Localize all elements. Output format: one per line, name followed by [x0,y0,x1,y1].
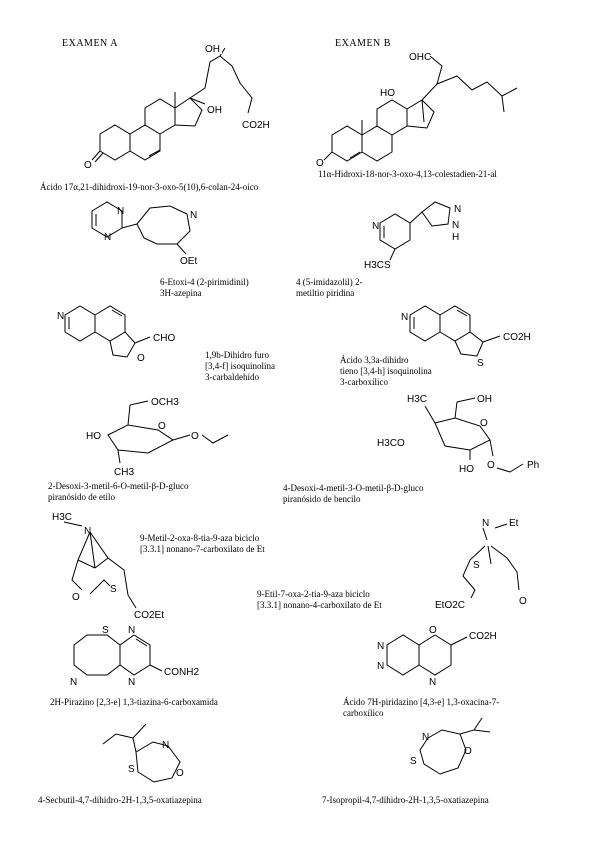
oh-label: OH [205,44,220,55]
thia-s: S [110,584,117,595]
hydroxy-label: OH [477,394,492,405]
ether-oxygen: O [191,431,199,442]
caption-4: 4 (5-imidazolil) 2- metiltio piridina [296,277,363,298]
oxa-o: O [72,592,80,603]
pyridazine-n: N [377,661,384,672]
structure-9: H3C N O S CO2Et [52,512,164,621]
pyrimidine-n: N [104,232,111,243]
aldehyde-label: OHC [409,52,431,63]
thiazine-n: N [70,677,77,688]
ester-label: EtO2C [435,600,465,611]
structure-3: N N N OEt [91,201,197,267]
carboxylic-acid-label: CO2H [503,332,531,343]
pyridine-n: N [372,221,379,232]
caption-9: 9-Metil-2-oxa-8-tia-9-aza biciclo [3.3.1… [140,533,265,554]
ether-oxygen: O [487,460,495,471]
imidazole-nh: N [452,220,459,231]
caption-5: 1,9b-Dihidro furo [3,4-f] isoquinolina 3… [205,350,275,382]
aza-n: N [482,518,489,529]
oxatiazepine-o: O [176,768,184,779]
carboxylic-acid-label: CO2H [242,120,270,131]
structure-5: N O CHO [57,305,175,364]
aza-n: N [84,526,91,537]
caption-2: 11α-Hidroxi-18-nor-3-oxo-4,13-colestadie… [318,169,497,179]
methyl-label: H3C [52,512,72,523]
methyl-label: CH3 [114,467,134,478]
caption-12: Ácido 7H-piridazino [4,3-e] 1,3-oxacina-… [343,697,500,718]
structure-2: OHC HO O [316,52,518,169]
oxatiazepine-s: S [128,764,135,775]
hydroxy-label: HO [459,464,474,475]
azepine-n: N [190,210,197,221]
ethoxy-label: OEt [180,256,197,267]
exam-b-heading: EXAMEN B [335,38,391,49]
pyrazine-n: N [128,677,135,688]
oxo-label: O [316,158,324,169]
oxazine-n: N [429,677,436,688]
caption-8: 4-Desoxi-4-metil-3-O-metil-β-D-gluco pir… [283,483,424,504]
caption-3: 6-Etoxi-4 (2-pirimidinil) 3H-azepina [160,277,249,298]
structure-7: OCH3 O O HO CH3 [86,397,229,478]
ring-oxygen: O [480,418,488,429]
exam-a-heading: EXAMEN A [62,38,118,49]
pyrimidine-n: N [117,206,124,217]
hydroxy-label: HO [86,431,101,442]
carboxylic-acid-label: CO2H [469,631,497,642]
oxa-o: O [519,596,527,607]
furan-o: O [137,353,145,364]
oxo-label: O [84,160,92,171]
caption-13: 4-Secbutil-4,7-dihidro-2H-1,3,5-oxatiaze… [38,795,202,805]
ring-oxygen: O [158,421,166,432]
ethyl-label: Et [509,518,519,529]
caption-6: Ácido 3,3a-dihidro tieno [3,4-h] isoquin… [340,355,432,387]
oxazine-o: O [429,625,437,636]
imidazole-n: N [454,204,461,215]
ester-label: CO2Et [134,610,164,621]
methoxy-label: H3CO [377,438,405,449]
isoquinoline-n: N [57,311,64,322]
caption-1: Ácido 17α,21-dihidroxi-19-nor-3-oxo-5(10… [40,182,259,192]
structure-13: N S O [102,723,184,783]
structure-12: N N N O CO2H [377,625,497,688]
structure-11: S N N N CONH2 [70,625,199,688]
oh-label: OH [207,105,222,116]
caption-11: 2H-Pirazino [2,3-e] 1,3-tiazina-6-carbox… [50,697,218,707]
methoxy-label: OCH3 [151,397,179,408]
caption-10: 9-Etil-7-oxa-2-tia-9-aza biciclo [3.3.1]… [257,589,382,610]
imidazole-h: H [452,232,459,243]
isoquinoline-n: N [401,312,408,323]
oxatiazepine-s: S [410,756,417,767]
structure-6: N S CO2H [401,305,531,369]
phenyl-label: Ph [527,460,539,471]
thiazine-s: S [102,625,109,636]
thia-s: S [473,560,480,571]
aldehyde-label: CHO [153,333,175,344]
structure-10: N Et S O EtO2C [435,518,527,611]
pyrazine-n: N [128,625,135,636]
structure-8: H3C OH O H3CO HO O Ph [377,394,539,475]
caption-14: 7-Isopropil-4,7-dihidro-2H-1,3,5-oxatiaz… [322,795,489,805]
carboxamide-label: CONH2 [164,667,199,678]
structure-4: N N N H H3CS [364,201,461,271]
caption-7: 2-Desoxi-3-metil-6-O-metil-β-D-gluco pir… [48,481,189,502]
oxatiazepine-o: O [464,746,472,757]
structure-1: OH OH CO2H O [84,42,270,171]
thiophene-s: S [477,358,484,369]
methyl-label: H3C [407,394,427,405]
pyridazine-n: N [377,641,384,652]
oxatiazepine-n: N [162,740,169,751]
hydroxy-label: HO [380,88,395,99]
structure-14: N S O [410,717,491,775]
oxatiazepine-n: N [422,732,429,743]
methylthio-label: H3CS [364,260,391,271]
